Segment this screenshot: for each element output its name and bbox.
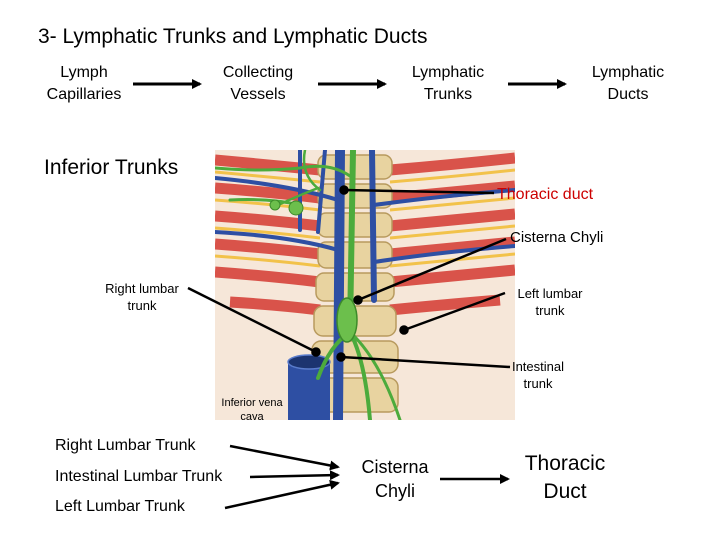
flow-step-line: Vessels [230, 86, 286, 103]
flow-step-lymph-capillaries: Lymph Capillaries [38, 62, 130, 106]
right-lumbar-trunk-label: Right lumbar trunk [92, 280, 192, 314]
flow-step-line: Lymphatic [411, 64, 485, 81]
label-line: Thoracic [524, 452, 606, 475]
flow-step-lymphatic-ducts: Lymphatic Ducts [578, 62, 678, 106]
right-lumbar-trunk-text: Right Lumbar Trunk [55, 437, 196, 454]
flow-step-collecting-vessels: Collecting Vessels [210, 62, 306, 106]
label-line: Inferior vena [221, 397, 283, 409]
label-line: Right lumbar [105, 281, 179, 296]
inferior-vena-cava-label: Inferior vena cava [210, 396, 294, 424]
label-line: cava [240, 411, 264, 423]
label-line: Left lumbar [517, 286, 583, 301]
inferior-trunks-heading: Inferior Trunks [44, 156, 179, 179]
label-line: trunk [523, 376, 553, 391]
flow-step-line: Lymphatic [591, 64, 665, 81]
ribs [215, 152, 515, 316]
spine-illustration [215, 150, 515, 420]
thoracic-duct-text: Thoracic Duct [505, 450, 625, 506]
left-lumbar-trunk-text: Left Lumbar Trunk [55, 498, 185, 515]
left-lumbar-trunk-label: Left lumbar trunk [500, 285, 600, 319]
label-line: trunk [127, 298, 157, 313]
page-title: 3- Lymphatic Trunks and Lymphatic Ducts [38, 25, 428, 48]
flow-step-line: Lymph [60, 64, 108, 81]
label-line: Chyli [374, 481, 415, 501]
bottom-arrows [224, 444, 510, 510]
label-line: Duct [543, 480, 587, 503]
flow-step-line: Ducts [607, 86, 649, 103]
flow-step-line: Collecting [222, 64, 294, 81]
veins [215, 150, 515, 420]
label-line: Intestinal [511, 359, 565, 374]
thoracic-duct-label: Thoracic duct [497, 186, 594, 203]
flow-step-line: Trunks [423, 86, 473, 103]
flow-step-line: Capillaries [46, 86, 122, 103]
cisterna-chyli-shape [336, 297, 358, 343]
cisterna-chyli-label: Cisterna Chyli [510, 229, 604, 246]
intestinal-lumbar-trunk-text: Intestinal Lumbar Trunk [55, 468, 223, 485]
intestinal-trunk-label: Intestinal trunk [500, 358, 576, 392]
flow-step-lymphatic-trunks: Lymphatic Trunks [398, 62, 498, 106]
label-line: trunk [535, 303, 565, 318]
label-line: Cisterna [361, 457, 429, 477]
leader-lines [187, 185, 511, 369]
cisterna-chyli-text: Cisterna Chyli [345, 455, 445, 503]
